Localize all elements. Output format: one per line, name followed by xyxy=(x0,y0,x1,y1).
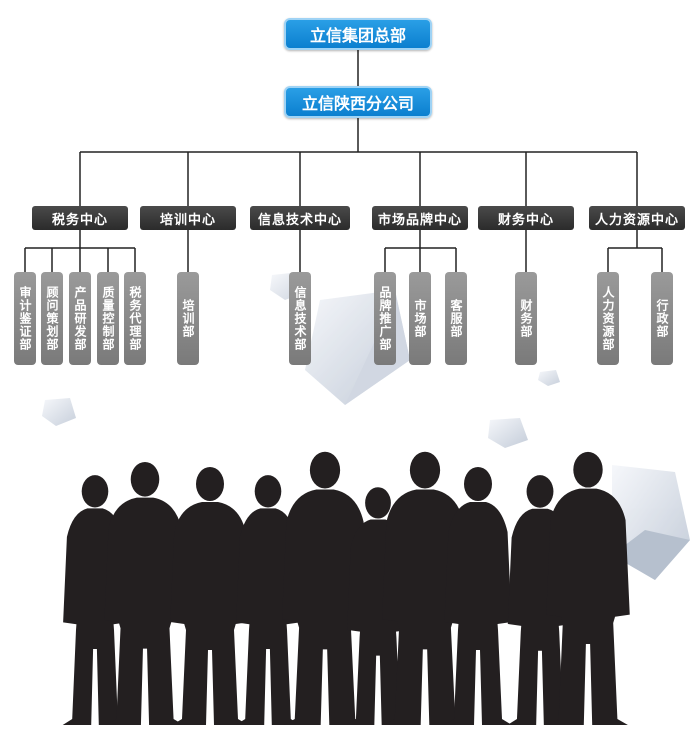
department-box: 税务代理部 xyxy=(124,272,146,365)
department-box: 人力资源部 xyxy=(597,272,619,365)
root-box: 立信集团总部 xyxy=(284,18,432,50)
branch-box: 立信陕西分公司 xyxy=(284,86,432,118)
cube-icon xyxy=(612,465,690,580)
department-box: 培训部 xyxy=(177,272,199,365)
department-box: 财务部 xyxy=(515,272,537,365)
department-box: 客服部 xyxy=(445,272,467,365)
person-silhouette xyxy=(235,475,301,725)
department-box: 品牌推广部 xyxy=(374,272,396,365)
department-box: 审计鉴证部 xyxy=(14,272,36,365)
person-silhouette xyxy=(382,451,468,725)
cube-icon xyxy=(538,370,560,386)
department-box: 顾问策划部 xyxy=(41,272,63,365)
department-box: 产品研发部 xyxy=(69,272,91,365)
department-box: 质量控制部 xyxy=(97,272,119,365)
center-box-5: 财务中心 xyxy=(478,206,574,230)
center-box-2: 培训中心 xyxy=(140,206,236,230)
person-silhouette xyxy=(170,467,250,725)
center-box-4: 市场品牌中心 xyxy=(372,206,468,230)
center-box-1: 税务中心 xyxy=(32,206,128,230)
person-silhouette xyxy=(282,451,368,725)
person-silhouette xyxy=(444,467,512,725)
center-box-3: 信息技术中心 xyxy=(250,206,350,230)
department-box: 信息技术部 xyxy=(289,272,311,365)
cube-icon xyxy=(42,398,76,426)
person-silhouette xyxy=(546,451,630,725)
department-box: 市场部 xyxy=(409,272,431,365)
center-box-6: 人力资源中心 xyxy=(589,206,685,230)
person-silhouette xyxy=(104,461,186,725)
cube-icon xyxy=(488,418,528,448)
department-box: 行政部 xyxy=(651,272,673,365)
